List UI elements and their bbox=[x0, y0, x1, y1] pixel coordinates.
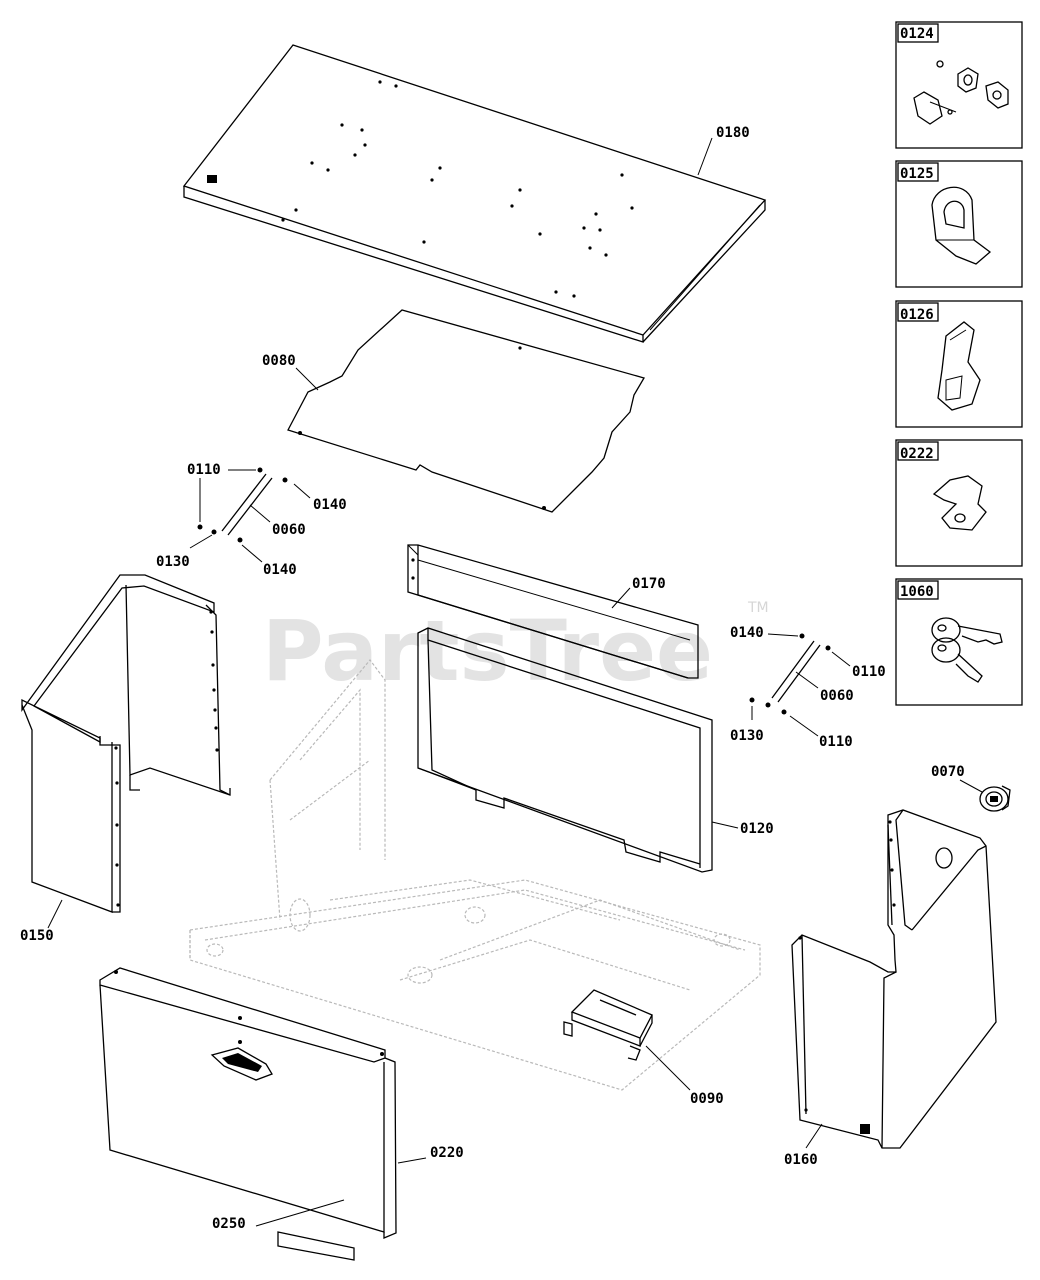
ref-box-1060-label: 1060 bbox=[900, 584, 934, 600]
latch-hardware-icon bbox=[913, 60, 1009, 125]
part-label-0120[interactable]: 0120 bbox=[740, 821, 774, 837]
ref-box-0124[interactable]: 0124 bbox=[895, 21, 1023, 149]
latch-arm-icon bbox=[937, 321, 981, 411]
part-label-0130-right[interactable]: 0130 bbox=[730, 728, 764, 744]
part-label-0070[interactable]: 0070 bbox=[931, 764, 965, 780]
part-label-0180[interactable]: 0180 bbox=[716, 125, 750, 141]
part-label-0110-right-top[interactable]: 0110 bbox=[852, 664, 886, 680]
right-side-panel-part[interactable] bbox=[791, 809, 997, 1149]
ref-box-0222-label: 0222 bbox=[900, 446, 934, 462]
part-label-0130-left[interactable]: 0130 bbox=[156, 554, 190, 570]
part-label-0080[interactable]: 0080 bbox=[262, 353, 296, 369]
ref-box-0222[interactable]: 0222 bbox=[895, 439, 1023, 567]
watermark-text: PartsTree bbox=[262, 602, 713, 700]
brand-emblem-icon bbox=[210, 1040, 273, 1081]
insulation-panel-part[interactable] bbox=[287, 309, 645, 513]
right-gas-strut-part[interactable] bbox=[749, 633, 831, 715]
part-label-0090[interactable]: 0090 bbox=[690, 1091, 724, 1107]
lock-cylinder-part[interactable] bbox=[979, 785, 1011, 812]
control-bracket-part[interactable] bbox=[563, 989, 653, 1061]
watermark-trademark: TM bbox=[747, 600, 769, 616]
part-label-0060-right[interactable]: 0060 bbox=[820, 688, 854, 704]
warning-label-part[interactable] bbox=[277, 1231, 355, 1261]
top-cover-part[interactable] bbox=[182, 44, 767, 343]
part-label-0140-right[interactable]: 0140 bbox=[730, 625, 764, 641]
left-side-panel-part[interactable] bbox=[21, 574, 231, 913]
key-set-icon bbox=[931, 617, 1003, 683]
front-door-panel-part[interactable] bbox=[99, 967, 397, 1239]
door-frame-part[interactable] bbox=[417, 627, 713, 873]
ref-box-1060[interactable]: 1060 bbox=[895, 578, 1023, 706]
ref-box-0125-label: 0125 bbox=[900, 166, 934, 182]
part-label-0060-left[interactable]: 0060 bbox=[272, 522, 306, 538]
part-label-0150[interactable]: 0150 bbox=[20, 928, 54, 944]
part-label-0220[interactable]: 0220 bbox=[430, 1145, 464, 1161]
cam-latch-icon bbox=[932, 475, 987, 531]
part-label-0140-left-top[interactable]: 0140 bbox=[313, 497, 347, 513]
part-label-0110-left[interactable]: 0110 bbox=[187, 462, 221, 478]
ref-box-0126-label: 0126 bbox=[900, 307, 934, 323]
part-label-0160[interactable]: 0160 bbox=[784, 1152, 818, 1168]
left-gas-strut-part[interactable] bbox=[197, 467, 288, 543]
hasp-bracket-icon bbox=[931, 186, 992, 265]
part-label-0140-left-bottom[interactable]: 0140 bbox=[263, 562, 297, 578]
ref-box-0124-label: 0124 bbox=[900, 26, 934, 42]
part-label-0250[interactable]: 0250 bbox=[212, 1216, 246, 1232]
part-label-0110-right-bottom[interactable]: 0110 bbox=[819, 734, 853, 750]
ref-box-0126[interactable]: 0126 bbox=[895, 300, 1023, 428]
front-rail-part[interactable] bbox=[407, 544, 699, 679]
ref-box-0125[interactable]: 0125 bbox=[895, 160, 1023, 288]
part-label-0170[interactable]: 0170 bbox=[632, 576, 666, 592]
base-frame-outline bbox=[189, 659, 761, 1091]
